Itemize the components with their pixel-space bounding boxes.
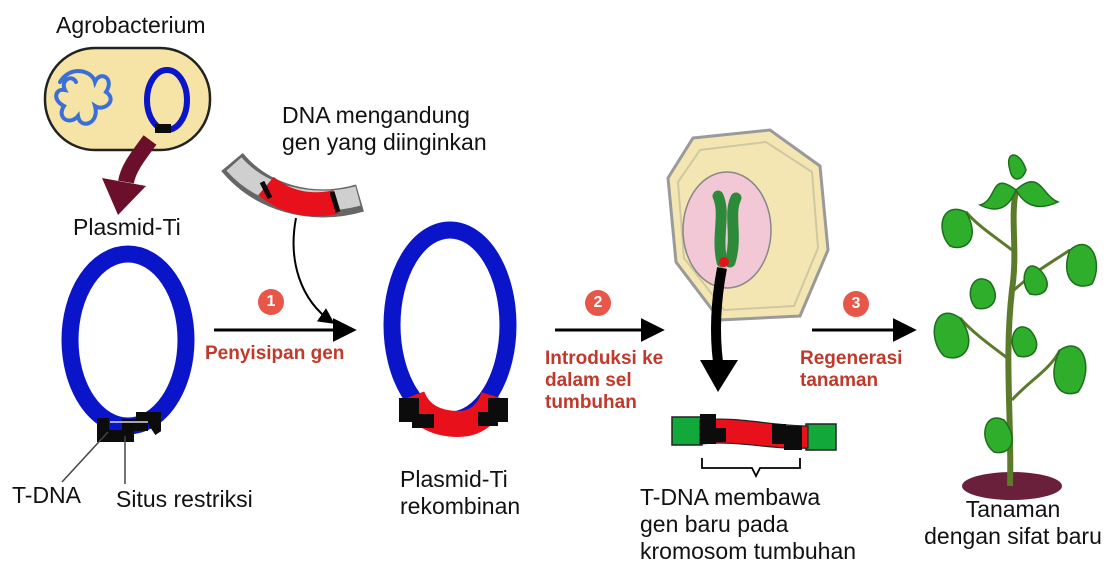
tdna-carry-label: T-DNA membawa gen baru pada kromosom tum… — [640, 484, 856, 565]
step-2-caption-line-1: Introduksi ke — [545, 348, 664, 369]
new-plant-label: Tanaman dengan sifat baru — [918, 496, 1108, 550]
tdna-carry-label-line-3: kromosom tumbuhan — [640, 538, 857, 564]
tdna-brace — [701, 458, 801, 479]
dna-gene-label: DNA mengandung gen yang diinginkan — [282, 102, 487, 156]
plant-cell-icon — [666, 128, 830, 322]
t-dna-pointer-line — [61, 431, 109, 483]
dna-gene-label-line-1: DNA mengandung — [282, 102, 470, 128]
step-3-caption-line-1: Regenerasi — [800, 348, 903, 369]
agrobacterium-label: Agrobacterium — [56, 12, 206, 38]
plant-icon — [933, 154, 1098, 500]
insert-curved-arrow-icon — [292, 217, 335, 324]
step-3-badge: 3 — [843, 291, 869, 317]
plasmid-ti-ring-icon — [61, 245, 195, 442]
step-1-caption: Penyisipan gen — [205, 343, 344, 365]
tdna-carry-label-line-1: T-DNA membawa — [640, 484, 821, 510]
tdna-carry-label-line-2: gen baru pada — [640, 511, 789, 537]
situs-restriksi-label: Situs restriksi — [116, 486, 253, 512]
agrobacterium-cell-icon — [43, 46, 212, 152]
recombinant-plasmid-label-line-1: Plasmid-Ti — [400, 466, 508, 492]
tdna-strip-icon — [671, 414, 837, 451]
step-3-caption-line-2: tanaman — [800, 370, 879, 391]
recombinant-plasmid-ring-icon — [383, 221, 517, 438]
step-2-caption-line-3: tumbuhan — [545, 392, 637, 413]
new-plant-label-line-1: Tanaman — [965, 496, 1061, 522]
dna-gene-label-line-2: gen yang diinginkan — [282, 129, 487, 155]
step-3-caption: Regenerasi tanaman — [800, 348, 902, 392]
t-dna-label: T-DNA — [12, 482, 81, 508]
step-1-caption-line-1: Penyisipan gen — [205, 343, 345, 364]
zoom-down-arrow-icon — [700, 267, 738, 392]
new-plant-label-line-2: dengan sifat baru — [924, 523, 1102, 549]
step-2-caption-line-2: dalam sel — [545, 370, 632, 391]
recombinant-plasmid-label: Plasmid-Ti rekombinan — [400, 466, 520, 520]
maroon-down-arrow-icon — [102, 135, 157, 215]
step-1-badge: 1 — [258, 289, 284, 315]
step-2-badge: 2 — [585, 290, 611, 316]
step-2-caption: Introduksi ke dalam sel tumbuhan — [545, 348, 663, 414]
plasmid-ti-label: Plasmid-Ti — [73, 214, 181, 240]
recombinant-plasmid-label-line-2: rekombinan — [400, 493, 521, 519]
dna-fragment-icon — [221, 152, 364, 218]
